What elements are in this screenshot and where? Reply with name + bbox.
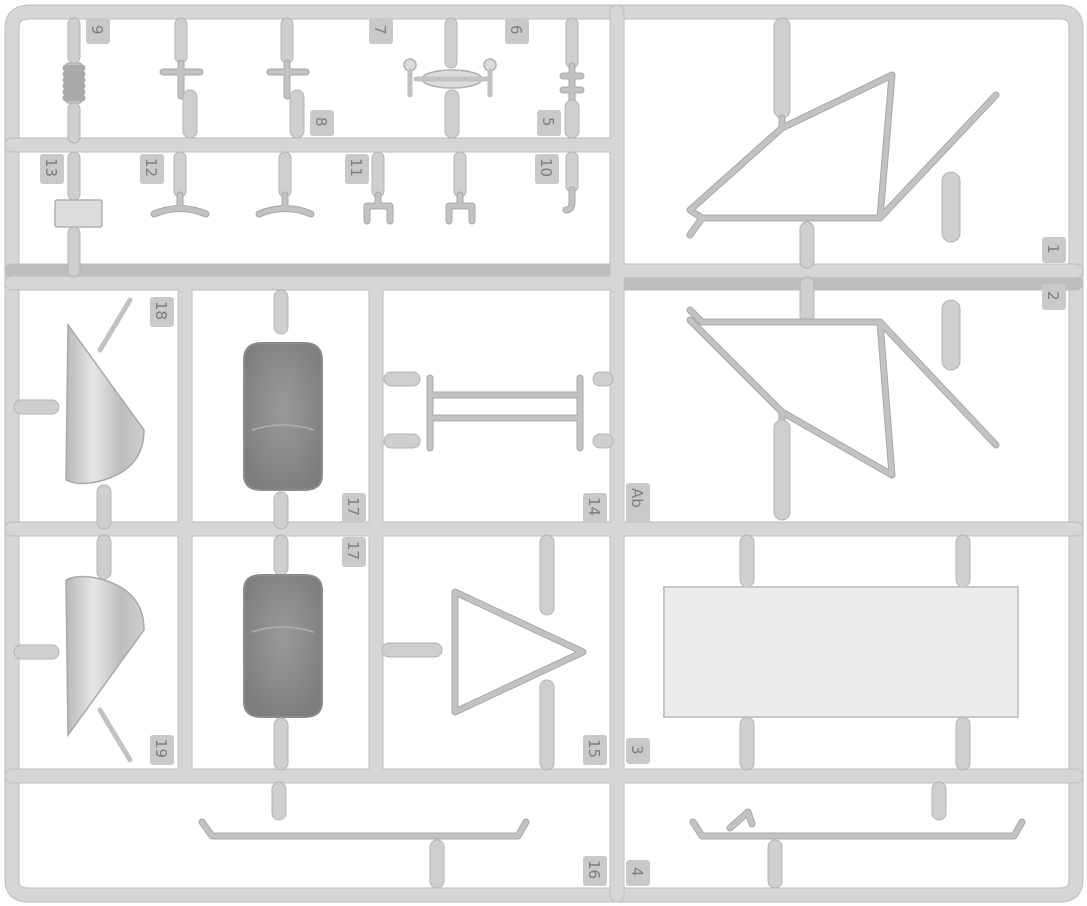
part-9-spring <box>62 17 86 144</box>
svg-text:13: 13 <box>42 158 60 177</box>
sprue-letter-tag: Ab <box>626 483 650 523</box>
part-lever-b <box>266 17 310 139</box>
part-1-frame <box>686 17 1000 269</box>
svg-text:10: 10 <box>537 158 555 177</box>
part-14-hframe <box>383 371 614 452</box>
tag-8: 8 <box>310 110 334 136</box>
svg-text:6: 6 <box>507 25 525 35</box>
svg-text:3: 3 <box>628 745 646 755</box>
svg-text:11: 11 <box>347 158 365 177</box>
tag-1: 1 <box>1042 237 1066 263</box>
part-13-block <box>54 151 103 278</box>
tag-12: 12 <box>140 154 164 184</box>
part-5-valve <box>559 17 585 139</box>
svg-text:17: 17 <box>344 497 362 516</box>
svg-text:12: 12 <box>142 158 160 177</box>
part-2-frame <box>686 276 1000 521</box>
part-12-handle-a <box>150 151 210 218</box>
tag-14: 14 <box>583 493 607 523</box>
tag-19: 19 <box>150 735 174 765</box>
part-3-plate <box>663 534 1019 771</box>
tag-11: 11 <box>345 154 369 184</box>
tag-17-a: 17 <box>342 493 366 523</box>
part-16-strip <box>198 781 530 889</box>
part-11-clip <box>363 151 394 225</box>
tag-7: 7 <box>369 18 393 44</box>
svg-text:Ab: Ab <box>628 488 646 508</box>
svg-text:14: 14 <box>585 497 603 516</box>
svg-text:16: 16 <box>585 860 603 879</box>
tag-4: 4 <box>626 860 650 886</box>
part-19-cone <box>13 534 145 763</box>
svg-text:15: 15 <box>585 739 603 758</box>
outer-runner <box>4 4 1084 903</box>
part-handle-b <box>255 151 315 218</box>
tag-3: 3 <box>626 738 650 764</box>
svg-text:17: 17 <box>344 541 362 560</box>
tag-10: 10 <box>535 154 559 184</box>
part-clip-b <box>445 151 476 225</box>
inner-runners <box>4 4 1084 903</box>
svg-text:18: 18 <box>152 301 170 320</box>
tag-6: 6 <box>505 18 529 44</box>
part-15-triangle <box>381 534 587 771</box>
svg-text:9: 9 <box>88 25 106 35</box>
part-17-seat-a <box>243 289 323 530</box>
svg-text:2: 2 <box>1044 291 1062 301</box>
tag-13: 13 <box>40 154 64 184</box>
part-6-fitting <box>403 17 497 139</box>
svg-text:5: 5 <box>539 117 557 127</box>
tag-15: 15 <box>583 735 607 765</box>
part-lever-a <box>159 17 204 139</box>
svg-text:4: 4 <box>628 867 646 877</box>
svg-text:8: 8 <box>312 117 330 127</box>
part-4-strip <box>689 781 1026 889</box>
tag-17-b: 17 <box>342 537 366 567</box>
tag-9: 9 <box>86 18 110 44</box>
tag-18: 18 <box>150 297 174 327</box>
svg-text:19: 19 <box>152 739 170 758</box>
part-10-hook <box>562 151 579 214</box>
tag-2: 2 <box>1042 284 1066 310</box>
part-17-seat-b <box>243 534 323 771</box>
tag-5: 5 <box>537 110 561 136</box>
tag-16: 16 <box>583 856 607 886</box>
svg-text:7: 7 <box>371 25 389 35</box>
svg-text:1: 1 <box>1044 244 1062 254</box>
part-18-cone <box>13 297 145 530</box>
